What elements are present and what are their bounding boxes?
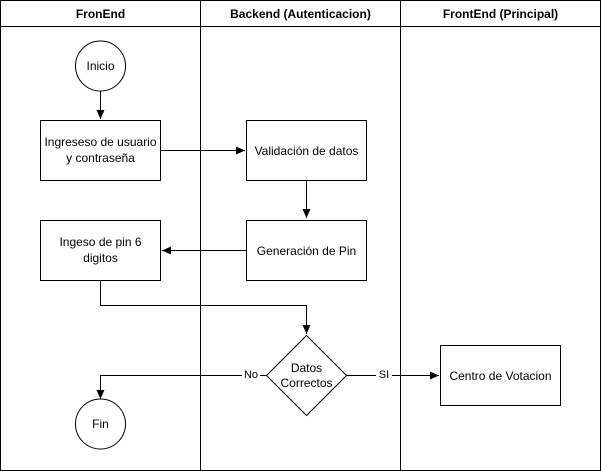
end-circle xyxy=(75,398,126,450)
node-ingreso-pin-line1: Ingeso de pin 6 xyxy=(59,235,141,249)
node-decision-line1: Datos xyxy=(291,361,322,375)
node-ingreso-usuario: Ingreseso de usuario y contraseña xyxy=(40,120,161,181)
node-validacion: Validación de datos xyxy=(246,120,367,181)
node-ingreso-usuario-line1: Ingreseso de usuario xyxy=(44,135,156,149)
edge-label-si-bg xyxy=(376,367,392,381)
edges xyxy=(96,91,439,399)
node-fin-label: Fin xyxy=(92,417,109,431)
edge-label-si: SI xyxy=(379,369,389,381)
edge-pin-to-decision xyxy=(100,281,311,334)
node-inicio-label: Inicio xyxy=(86,59,114,73)
node-decision-line2: Correctos xyxy=(280,376,332,390)
lane-title-backend: Backend (Autenticacion) xyxy=(230,7,371,21)
edge-label-no: No xyxy=(244,369,258,381)
node-fin: Fin xyxy=(75,398,126,450)
process-box xyxy=(246,220,367,281)
process-box xyxy=(246,120,367,181)
node-ingreso-pin: Ingeso de pin 6 digitos xyxy=(40,220,161,281)
node-decision: Datos Correctos xyxy=(265,334,348,417)
node-generacion-pin: Generación de Pin xyxy=(246,220,367,281)
lane-title-principal: FrontEnd (Principal) xyxy=(443,7,558,21)
start-circle xyxy=(75,40,126,92)
node-inicio: Inicio xyxy=(75,40,126,92)
node-centro-votacion: Centro de Votacion xyxy=(440,345,561,406)
process-box xyxy=(40,120,161,181)
node-ingreso-usuario-line2: y contraseña xyxy=(66,151,135,165)
edge-decision-no-to-fin xyxy=(96,375,266,399)
node-centro-votacion-label: Centro de Votacion xyxy=(449,369,551,383)
process-box xyxy=(40,220,161,281)
lane-title-frontend: FronEnd xyxy=(76,7,125,21)
decision-diamond xyxy=(265,334,348,417)
edge-label-no-bg xyxy=(242,367,260,381)
node-ingreso-pin-line2: digitos xyxy=(83,251,118,265)
node-generacion-pin-label: Generación de Pin xyxy=(257,244,356,258)
node-validacion-label: Validación de datos xyxy=(255,144,359,158)
process-box xyxy=(440,345,561,406)
